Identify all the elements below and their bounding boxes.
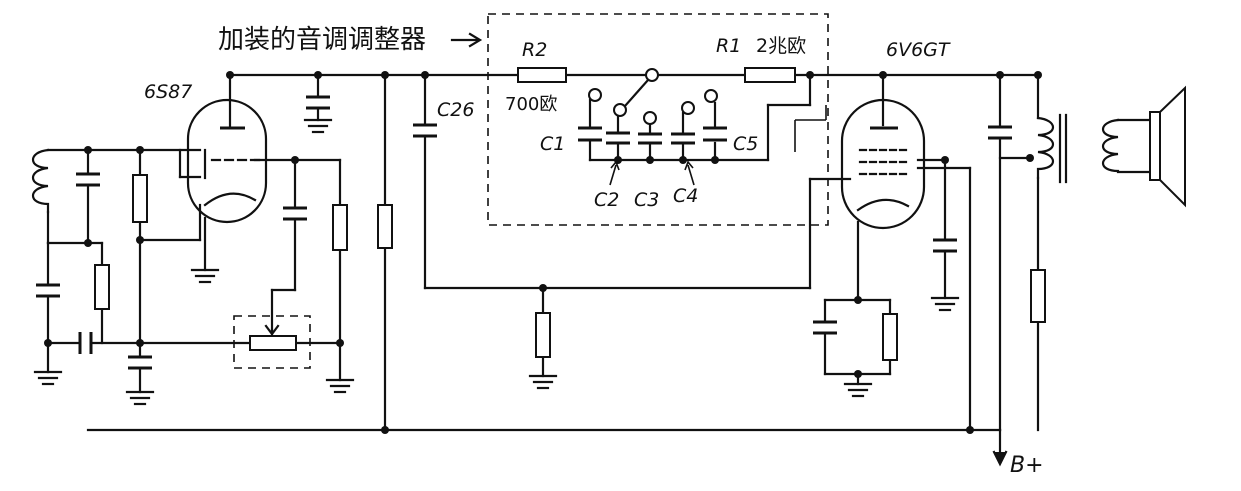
capacitors	[36, 95, 1012, 370]
c5-label: C5	[733, 133, 758, 155]
r2-value-label: 700欧	[505, 94, 557, 115]
tube-6v6gt	[840, 98, 926, 230]
input-tank-coil	[31, 148, 50, 214]
grounds	[33, 118, 960, 406]
resistors	[94, 67, 1046, 361]
volume-potentiometer	[249, 335, 297, 351]
c1-label: C1	[540, 133, 565, 155]
speaker	[1149, 85, 1186, 208]
tone-control-title: 加装的音调调整器	[218, 25, 426, 55]
tube2-label: 6V6GT	[886, 39, 951, 61]
tube-6s87	[186, 98, 268, 224]
tone-selector-switch	[588, 68, 718, 125]
c2-label: C2	[594, 189, 619, 211]
r2-label: R2	[522, 39, 547, 61]
b-plus-label: B+	[1010, 453, 1044, 478]
wiring	[46, 73, 1152, 464]
c26-label: C26	[437, 99, 474, 121]
c3-label: C3	[634, 189, 659, 211]
junction-dots	[44, 71, 1042, 434]
output-transformer	[1036, 113, 1120, 184]
tube1-label: 6S87	[144, 81, 192, 103]
tone-control-box	[487, 13, 829, 226]
r1-value-label: 2兆欧	[756, 35, 806, 57]
resistor-r1	[744, 67, 796, 83]
c4-label: C4	[673, 185, 698, 207]
arrows	[450, 32, 1008, 467]
r1-label: R1	[716, 35, 741, 57]
resistor-r2	[517, 67, 567, 83]
